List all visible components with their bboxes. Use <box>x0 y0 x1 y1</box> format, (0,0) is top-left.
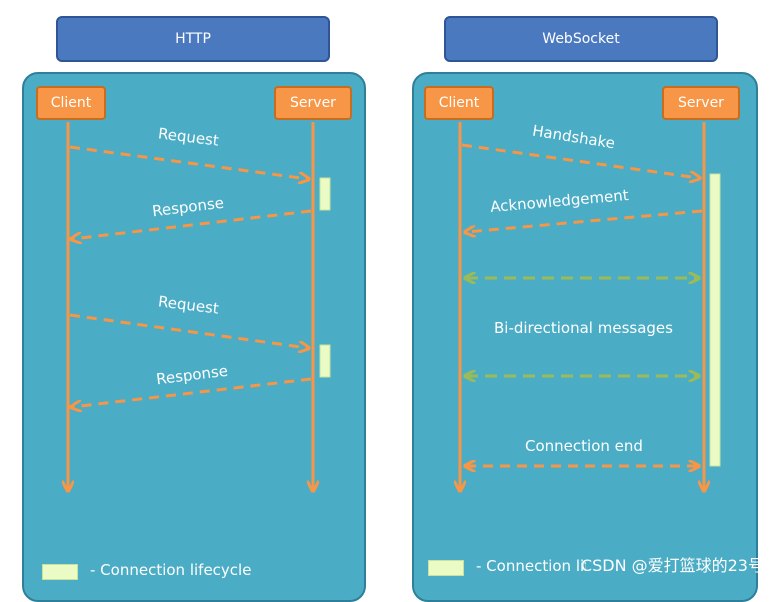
csdn-watermark: CSDN @爱打篮球的23号 <box>580 556 764 575</box>
ws-server-label: Server <box>678 95 724 111</box>
ws-legend-text: - Connection lifecycle <box>476 557 586 575</box>
http-client-label: Client <box>50 95 92 111</box>
http-legend-swatch <box>42 564 78 580</box>
websocket-title-box: WebSocket <box>444 16 718 62</box>
http-panel <box>22 72 366 602</box>
ws-client-label: Client <box>438 95 480 111</box>
ws-connection-end-label: Connection end <box>525 437 643 455</box>
http-client-actor: Client <box>36 86 106 120</box>
ws-bidirectional-label: Bi-directional messages <box>494 319 673 337</box>
websocket-title: WebSocket <box>542 31 620 47</box>
websocket-panel <box>412 72 758 602</box>
http-title-box: HTTP <box>56 16 330 62</box>
http-server-actor: Server <box>274 86 352 120</box>
ws-client-actor: Client <box>424 86 494 120</box>
http-server-label: Server <box>290 95 336 111</box>
http-legend-text: - Connection lifecycle <box>90 561 252 579</box>
ws-server-actor: Server <box>662 86 740 120</box>
http-title: HTTP <box>175 31 211 47</box>
ws-legend-swatch <box>428 560 464 576</box>
